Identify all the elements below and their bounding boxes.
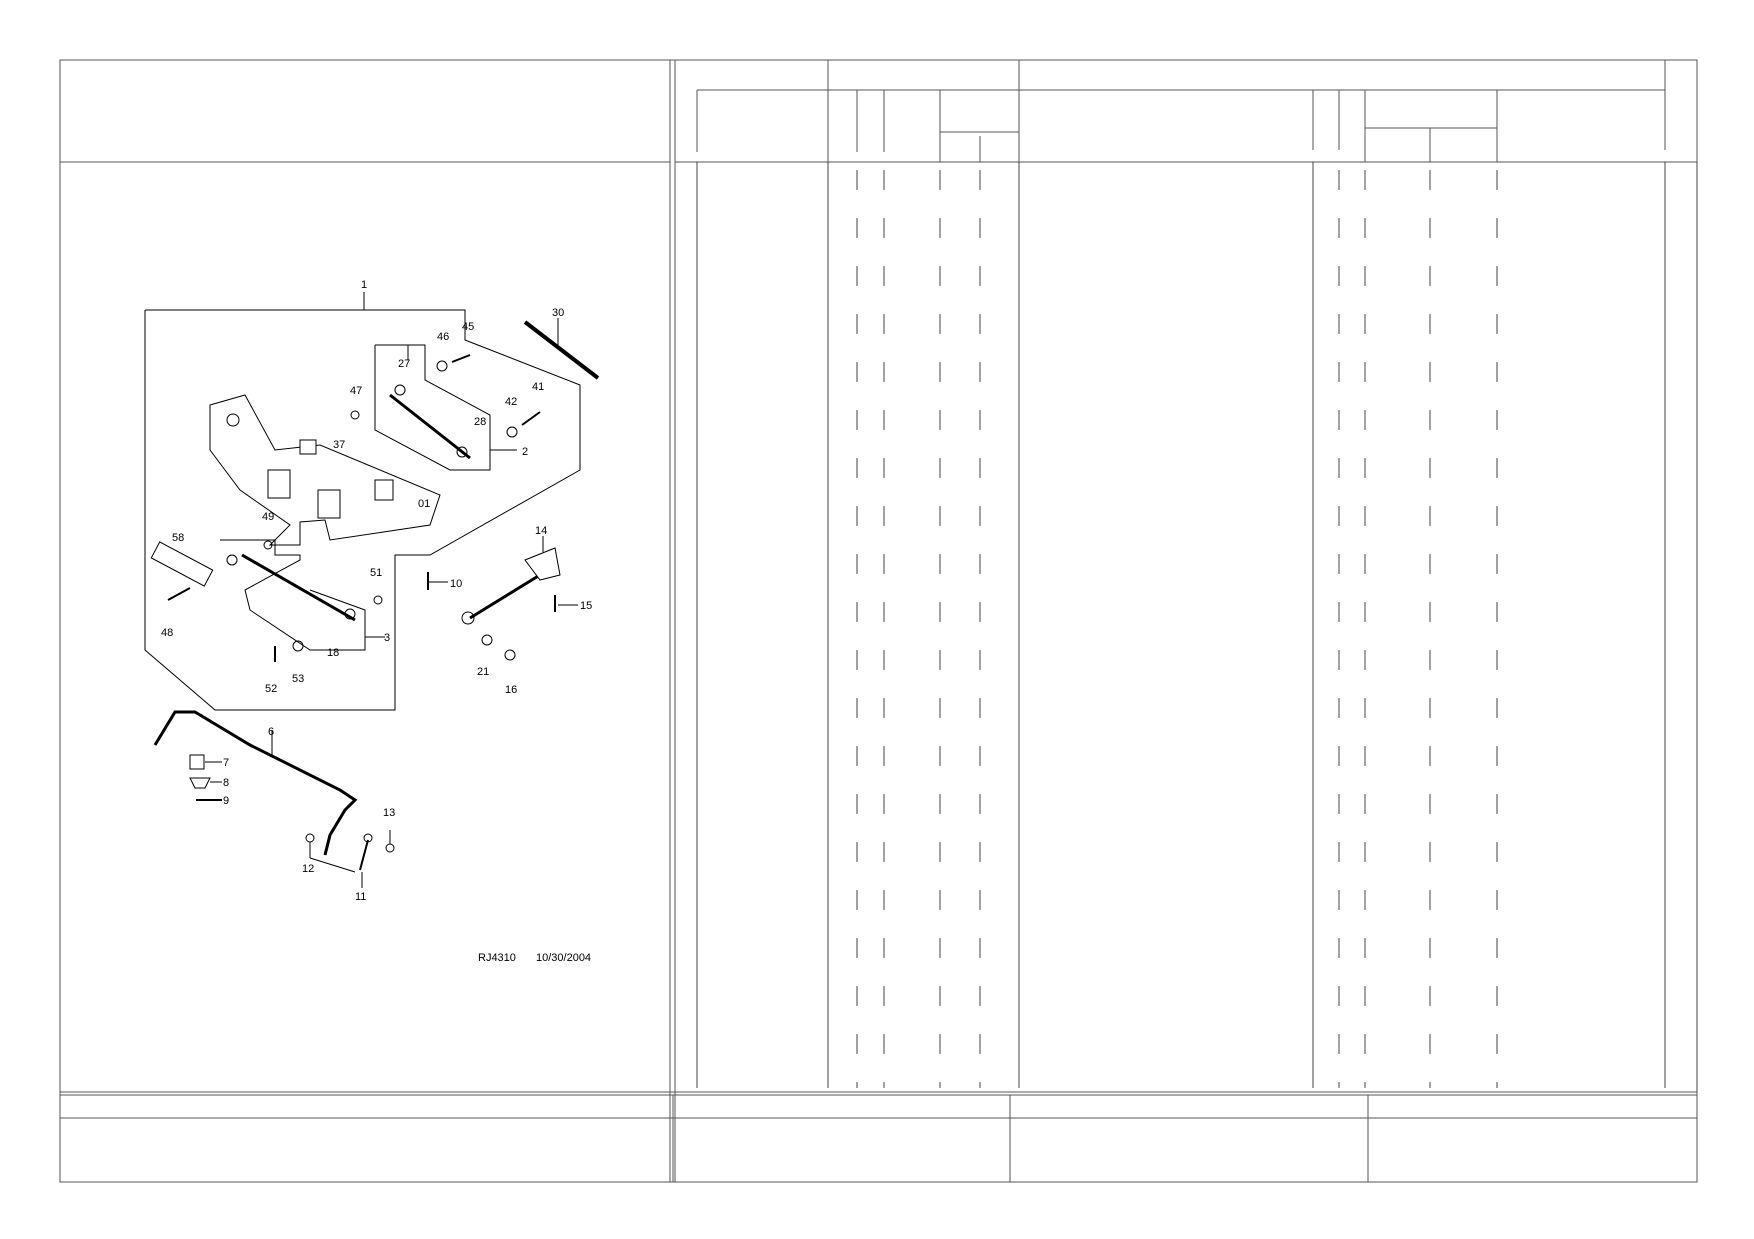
callout-15: 15: [580, 600, 592, 612]
callout-1: 1: [361, 279, 367, 291]
callout-52: 52: [265, 683, 277, 695]
drawing-reference: RJ4310 10/30/2004: [478, 952, 591, 964]
callout-28: 28: [474, 416, 486, 428]
stabilizer-bar: [153, 710, 358, 856]
callout-47: 47: [350, 385, 362, 397]
callout-48: 48: [161, 627, 173, 639]
callout-21: 21: [477, 666, 489, 678]
callout-42: 42: [505, 396, 517, 408]
callout-01: 01: [418, 498, 430, 510]
drawing-number: RJ4310: [478, 952, 516, 964]
diagram-callouts: 1 30 46 45 27 47 42 41 28 2 37 01 49 58 …: [161, 279, 592, 903]
table-body-dashed-columns: [856, 170, 1498, 1088]
callout-8: 8: [223, 777, 229, 789]
exploded-diagram: [144, 292, 600, 888]
callout-45: 45: [462, 321, 474, 333]
callout-41: 41: [532, 381, 544, 393]
callout-11: 11: [355, 891, 366, 903]
callout-49: 49: [262, 511, 274, 523]
callout-27: 27: [398, 358, 410, 370]
callout-3: 3: [384, 632, 390, 644]
table-header-grid: [696, 60, 1666, 162]
callout-6: 6: [268, 726, 274, 738]
callout-12: 12: [302, 863, 314, 875]
callout-9: 9: [223, 795, 229, 807]
callout-18: 18: [327, 647, 339, 659]
callout-37: 37: [333, 439, 345, 451]
table-body-columns: [696, 162, 1698, 1092]
callout-53: 53: [292, 673, 304, 685]
sheet-frame: [59, 59, 1698, 1183]
callout-46: 46: [437, 331, 449, 343]
callout-7: 7: [223, 757, 229, 769]
assembly-outline: [144, 309, 581, 711]
subframe-body: [209, 394, 441, 546]
callout-2: 2: [522, 446, 528, 458]
callout-58: 58: [172, 532, 184, 544]
callout-30: 30: [552, 307, 564, 319]
callout-14: 14: [535, 525, 547, 537]
drawing-date: 10/30/2004: [536, 952, 591, 964]
callout-51: 51: [370, 567, 382, 579]
callout-13: 13: [383, 807, 395, 819]
callout-10: 10: [450, 578, 462, 590]
callout-16: 16: [505, 684, 517, 696]
